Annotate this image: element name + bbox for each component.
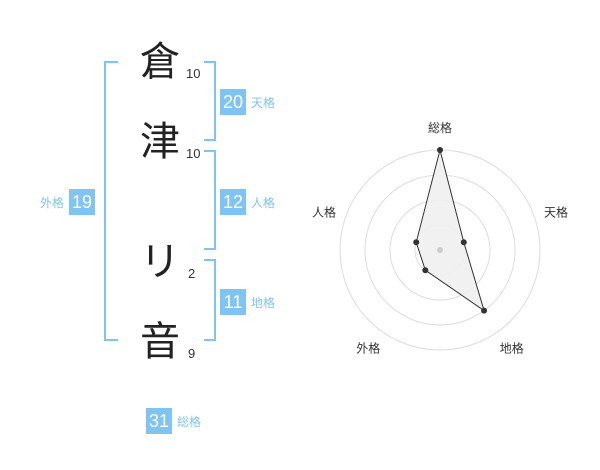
name-char-2: 津 bbox=[140, 119, 180, 165]
stroke-count-2: 10 bbox=[186, 146, 201, 161]
gaikaku-bracket bbox=[104, 61, 118, 341]
gaikaku-label: 外格 bbox=[40, 195, 65, 210]
soukaku-value: 31 bbox=[146, 408, 173, 434]
radar-point-5 bbox=[413, 239, 420, 246]
gaikaku-value: 19 bbox=[69, 189, 96, 215]
name-char-1: 倉 bbox=[140, 39, 180, 85]
radar-axis-label-1: 総格 bbox=[428, 120, 452, 135]
tenkaku-label: 天格 bbox=[251, 95, 276, 110]
jinkaku-bracket bbox=[204, 150, 216, 250]
radar-axis-label-4: 外格 bbox=[356, 341, 380, 356]
soukaku-badge: 31 総格 bbox=[146, 408, 201, 434]
chikaku-label: 地格 bbox=[251, 295, 276, 310]
jinkaku-badge: 12 人格 bbox=[220, 189, 275, 215]
radar-axis-label-3: 地格 bbox=[500, 341, 524, 356]
jinkaku-value: 12 bbox=[220, 189, 247, 215]
tenkaku-value: 20 bbox=[220, 89, 247, 115]
stroke-count-4: 9 bbox=[188, 346, 196, 361]
chikaku-badge: 11 地格 bbox=[220, 289, 275, 315]
radar-center-dot bbox=[437, 247, 443, 253]
name-char-3: リ bbox=[140, 239, 180, 285]
radar-point-2 bbox=[460, 239, 467, 246]
radar-point-4 bbox=[422, 267, 429, 274]
soukaku-label: 総格 bbox=[177, 414, 202, 429]
name-char-4: 音 bbox=[140, 319, 180, 365]
chikaku-bracket bbox=[204, 259, 216, 341]
stroke-count-1: 10 bbox=[186, 66, 201, 81]
tenkaku-badge: 20 天格 bbox=[220, 89, 275, 115]
radar-axis-label-5: 人格 bbox=[312, 204, 336, 219]
radar-axis-label-2: 天格 bbox=[544, 204, 568, 219]
radar-value-polygon bbox=[415, 149, 485, 312]
radar-point-3 bbox=[481, 307, 488, 314]
jinkaku-label: 人格 bbox=[251, 195, 276, 210]
stroke-count-3: 2 bbox=[188, 266, 196, 281]
gaikaku-badge: 外格 19 bbox=[40, 189, 96, 215]
chikaku-value: 11 bbox=[220, 289, 246, 315]
radar-point-1 bbox=[437, 147, 443, 153]
tenkaku-bracket bbox=[204, 61, 216, 141]
